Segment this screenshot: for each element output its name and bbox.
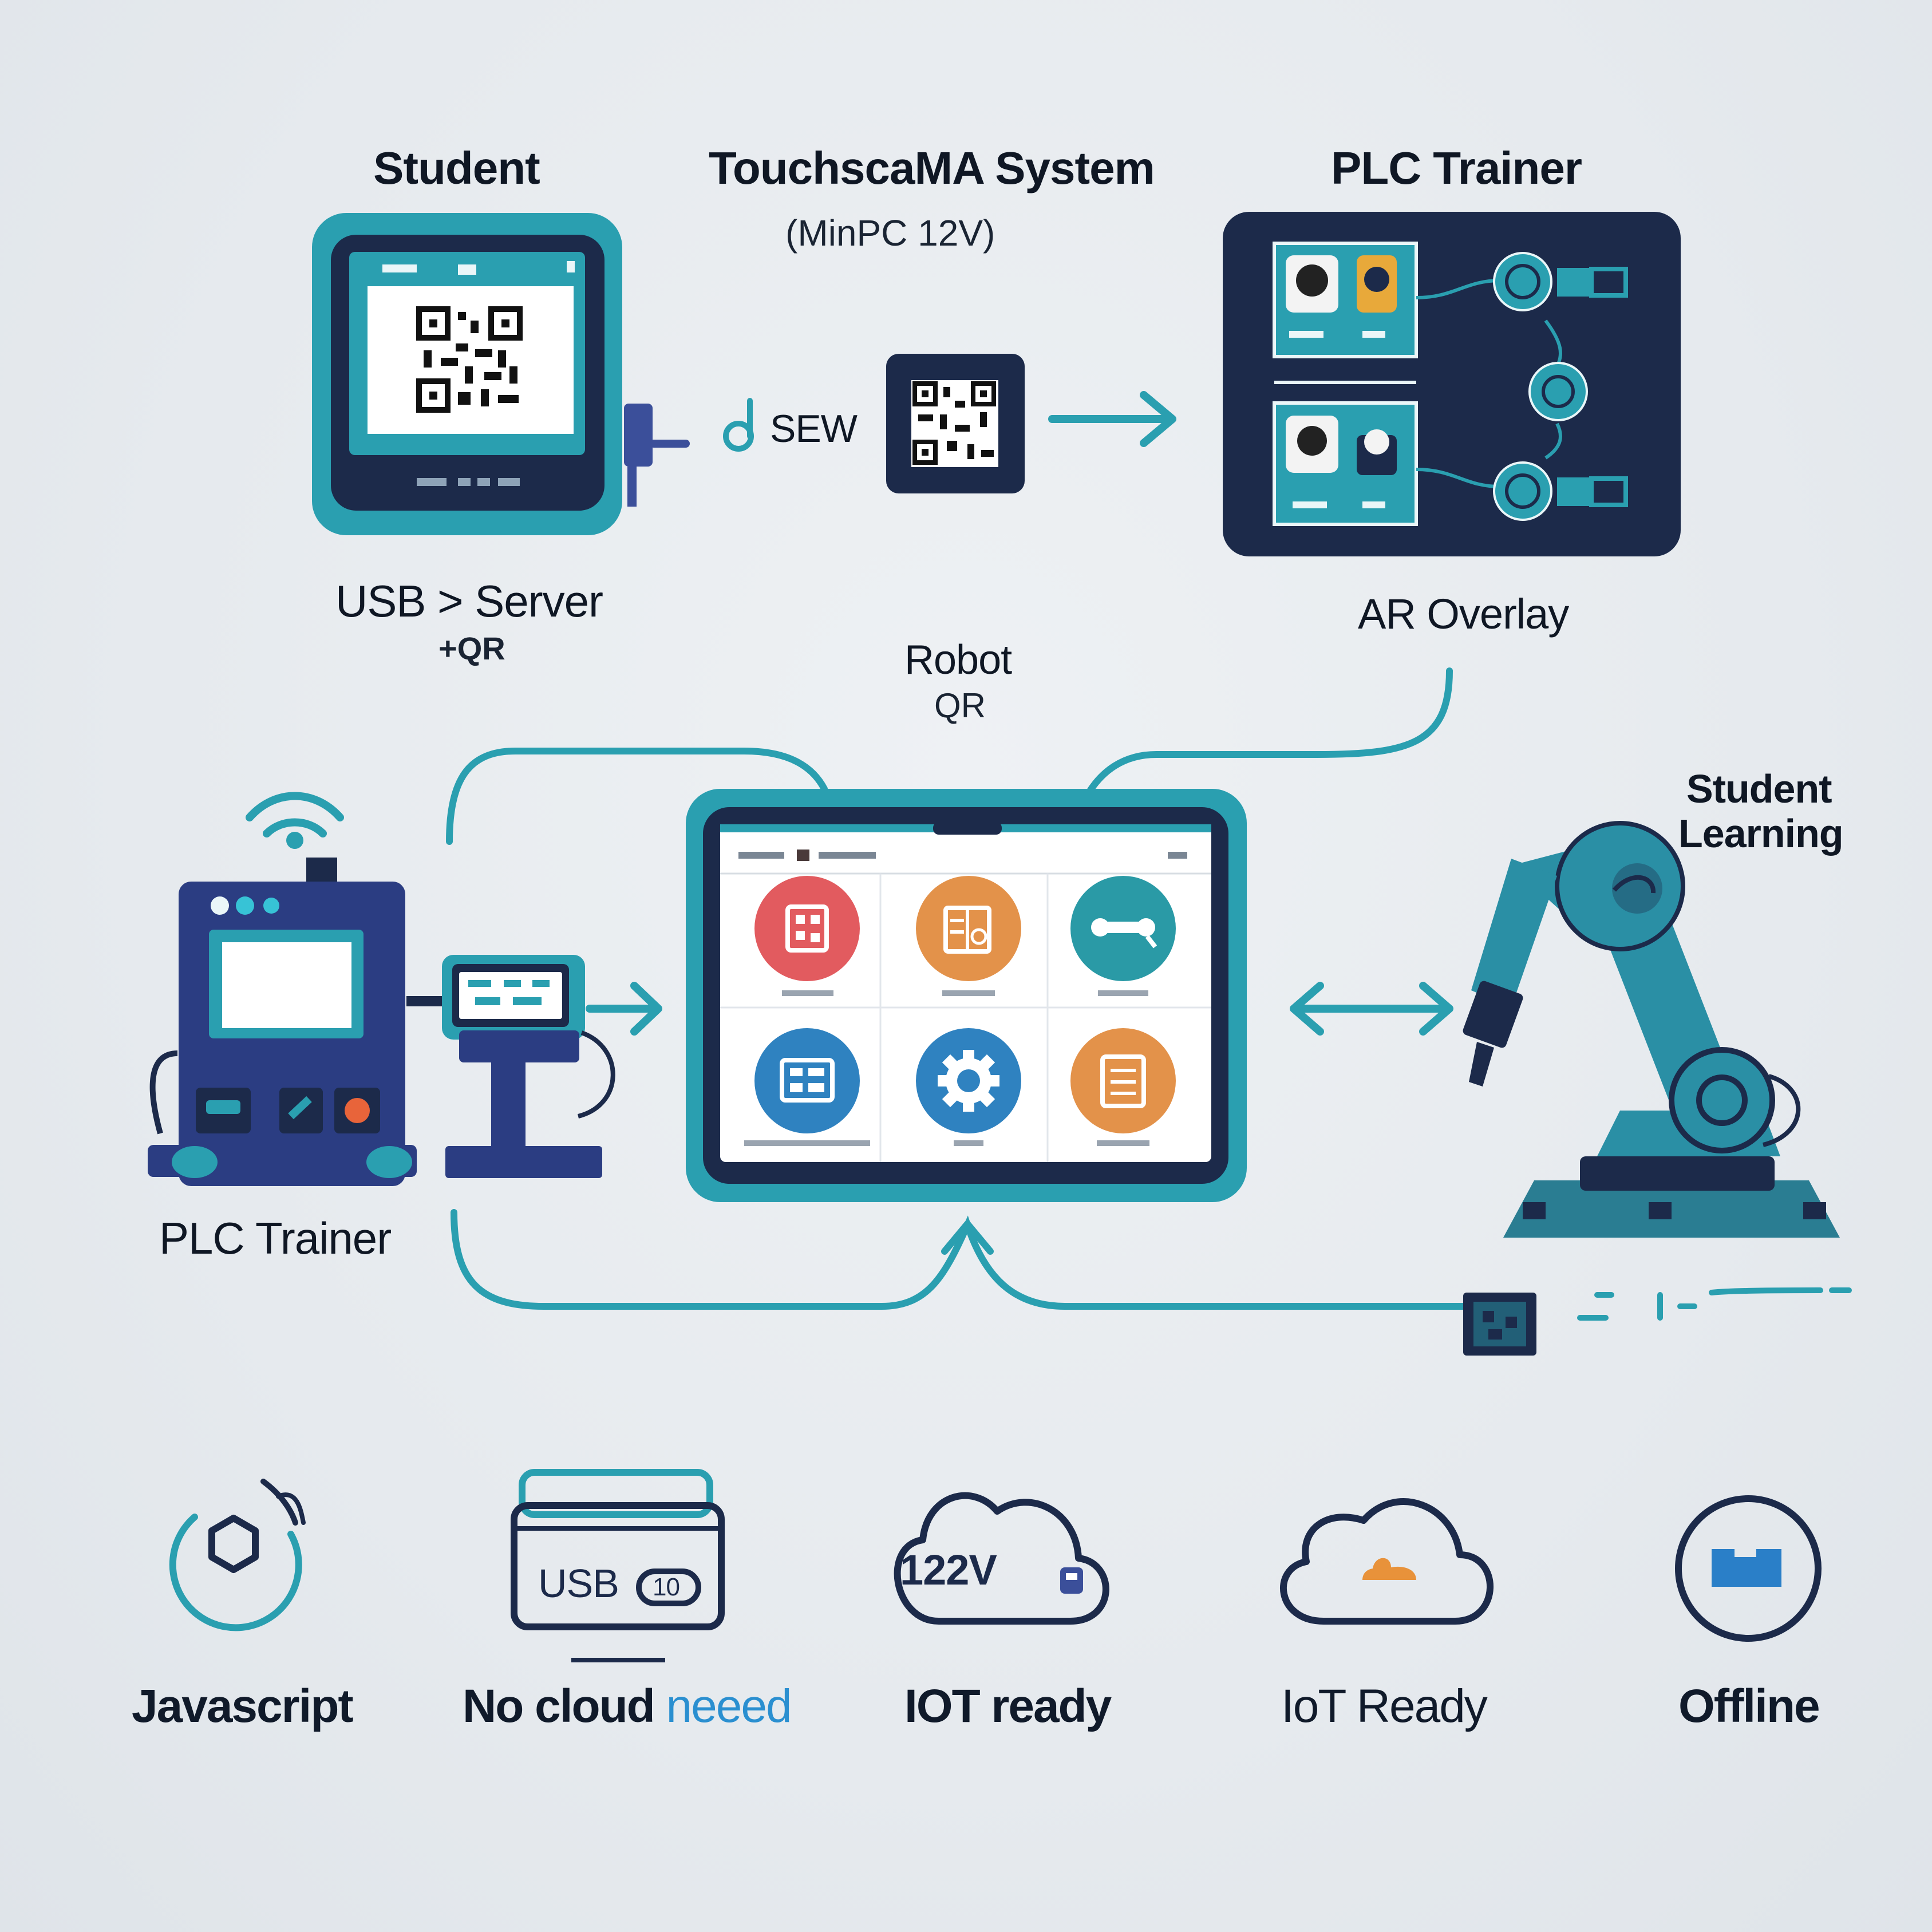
robot-qr-sublabel: QR (934, 686, 986, 725)
plc-trainer-device (148, 792, 662, 1186)
feature-iot-ready-label-2: IoT Ready (1281, 1680, 1488, 1732)
student-label: Student (373, 143, 540, 193)
circuit-node-icon (1528, 362, 1588, 421)
feature-javascript-label: Javascript (132, 1680, 354, 1732)
usb-drive-icon (511, 1469, 725, 1662)
ar-overlay-label: AR Overlay (1358, 590, 1569, 638)
feature-no-cloud-label: No cloud neeed (463, 1680, 792, 1733)
circuit-node-icon (1493, 252, 1552, 311)
plc-trainer-top-label: PLC Trainer (1331, 143, 1582, 193)
system-sub-label: (MinPC 12V) (785, 212, 995, 254)
no-cloud-accent-text: neeed (666, 1680, 792, 1732)
feature-iot-ready-label-1: IOT ready (904, 1680, 1112, 1732)
chip-icon (1463, 1293, 1536, 1356)
tablet-tile-gear[interactable] (916, 1028, 1021, 1146)
central-qr-tile (886, 354, 1025, 493)
student-learning-label-2: Learning (1678, 811, 1844, 856)
usb-icon-badge: 10 (653, 1573, 680, 1601)
connection-lines (446, 667, 1852, 1321)
no-cloud-text: No cloud (463, 1680, 666, 1732)
wifi-icon (246, 792, 344, 837)
cloud-12v-icon (894, 1492, 1109, 1625)
usb-server-label: USB > Server (335, 576, 603, 626)
tablet-tile-document[interactable] (916, 876, 1021, 996)
arrow-to-plc-trainer (1048, 391, 1176, 447)
plc-trainer-panel (1223, 212, 1681, 556)
plc-trainer-bottom-label: PLC Trainer (159, 1213, 392, 1263)
tablet-tile-checklist[interactable] (1070, 1028, 1176, 1146)
tablet-tile-monitor[interactable] (744, 1028, 870, 1146)
qr-code-icon (416, 306, 523, 413)
usb-icon-text: USB (538, 1561, 619, 1606)
sew-label: SEW (770, 407, 858, 451)
robot-label: Robot (904, 637, 1012, 683)
bidirectional-arrow (1290, 982, 1453, 1036)
student-kiosk-device (312, 213, 690, 535)
cloud-iot-icon (1279, 1498, 1494, 1625)
offline-icon (1675, 1495, 1822, 1642)
usb-qr-sublabel: +QR (438, 630, 505, 666)
system-label: TouchscaMA System (709, 143, 1155, 193)
tablet-tile-qr[interactable] (754, 876, 860, 996)
music-note-icon (723, 398, 754, 452)
feature-offline-label: Offline (1678, 1680, 1820, 1732)
circuit-node-icon (1493, 461, 1552, 521)
student-learning-label-1: Student (1686, 767, 1832, 811)
javascript-icon (169, 1479, 306, 1631)
robot-arm (1463, 821, 1840, 1238)
tablet-tile-robot-arm[interactable] (1070, 876, 1176, 996)
cloud-12v-text: 122V (900, 1546, 997, 1594)
